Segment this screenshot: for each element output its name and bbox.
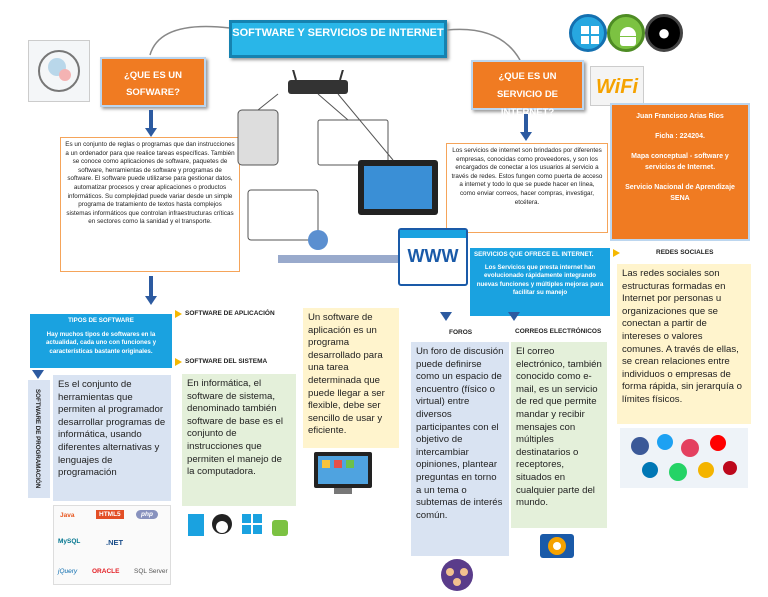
servicios-ofrece-text: Los Servicios que presta internet han ev…: [476, 264, 604, 296]
html5-logo: HTML5: [96, 510, 124, 519]
correos-label: CORREOS ELECTRÓNICOS: [515, 328, 602, 335]
arrow-down-icon: [32, 370, 44, 379]
software-aplicacion-text: Un software de aplicación es un programa…: [303, 308, 399, 448]
oracle-logo: ORACLE: [92, 568, 120, 575]
tipos-software-heading: TIPOS DE SOFTWARE: [68, 317, 134, 324]
wifi-logo: WiFi: [590, 66, 644, 106]
software-aplicacion-label: SOFTWARE DE APLICACIÓN: [185, 310, 275, 317]
foros-text: Un foro de discusión puede definirse com…: [411, 342, 509, 556]
software-programacion-label: SOFTWARE DE PROGRAMACIÓN: [34, 389, 41, 489]
servicios-ofrece-heading: SERVICIOS QUE OFRECE EL INTERNET.: [474, 251, 594, 258]
arrow-down-icon: [520, 132, 532, 141]
software-programacion-text: Es el conjunto de herramientas que permi…: [53, 375, 171, 501]
que-es-software-heading: ¿QUE ES UN SOFWARE?: [100, 57, 206, 107]
dotnet-logo: .NET: [106, 538, 124, 547]
redes-label: REDES SOCIALES: [656, 249, 714, 256]
arrow-stem: [524, 114, 528, 134]
author-course: Mapa conceptual - software y servicios d…: [631, 153, 729, 171]
arrow-stem: [149, 276, 153, 298]
software-programacion-label-box: SOFTWARE DE PROGRAMACIÓN: [28, 380, 50, 498]
arrow-right-icon: [175, 310, 182, 318]
software-sistema-text: En informática, el software de sistema, …: [182, 374, 296, 506]
devices-illustration: [218, 65, 458, 300]
que-es-servicio-heading: ¿QUE ES UN SERVICIO DE INTERNET?: [471, 60, 584, 118]
windows-icon: [569, 14, 607, 52]
tipos-software-box: TIPOS DE SOFTWARE Hay muchos tipos de so…: [30, 314, 172, 368]
software-sistema-label: SOFTWARE DEL SISTEMA: [185, 358, 268, 365]
que-es-servicio-text: Los servicios de internet son brindados …: [446, 143, 608, 233]
arrow-down-icon: [440, 312, 452, 321]
que-es-software-text: Es un conjunto de reglas o programas que…: [60, 137, 240, 272]
que-es-software-heading-text: ¿QUE ES UN SOFWARE?: [123, 70, 183, 98]
android-icon: [607, 14, 645, 52]
jquery-logo: jQuery: [58, 568, 78, 575]
arrow-down-icon: [145, 296, 157, 305]
arrow-right-icon: [175, 358, 182, 366]
author-name: Juan Francisco Arias Rios: [636, 113, 724, 120]
www-laptop-icon: WWW: [398, 228, 468, 286]
www-text: WWW: [407, 246, 459, 266]
arrow-stem: [149, 110, 153, 130]
sqlserver-logo: SQL Server: [134, 568, 168, 575]
arrow-down-icon: [145, 128, 157, 137]
servicios-ofrece-box: SERVICIOS QUE OFRECE EL INTERNET. Los Se…: [470, 248, 610, 316]
social-media-icons: [620, 428, 748, 488]
monitor-apps-icon: [312, 450, 374, 498]
apple-icon: ●: [645, 14, 683, 52]
java-logo: Java: [60, 512, 75, 519]
email-at-icon: [536, 526, 578, 564]
programming-logos: Java HTML5 php MySQL .NET jQuery ORACLE …: [53, 505, 171, 585]
correos-text: El correo electrónico, también conocido …: [511, 342, 607, 528]
forum-people-icon: [437, 558, 477, 592]
brain-head-icon: [28, 40, 90, 102]
arrow-down-icon: [508, 312, 520, 321]
redes-text: Las redes sociales son estructuras forma…: [617, 264, 751, 424]
author-institution: Servicio Nacional de Aprendizaje SENA: [625, 184, 735, 202]
mysql-logo: MySQL: [58, 538, 81, 545]
foros-label: FOROS: [449, 329, 473, 336]
page-title: SOFTWARE Y SERVICIOS DE INTERNET: [229, 20, 447, 58]
php-logo: php: [136, 510, 158, 519]
arrow-right-icon: [613, 249, 620, 257]
que-es-servicio-heading-text: ¿QUE ES UN SERVICIO DE INTERNET?: [496, 71, 559, 118]
author-box: Juan Francisco Arias Rios Ficha : 224204…: [610, 103, 750, 241]
os-icons-row: [182, 508, 296, 544]
tipos-software-text: Hay muchos tipos de softwares en la actu…: [45, 331, 157, 355]
author-ficha: Ficha : 224204.: [655, 133, 705, 140]
